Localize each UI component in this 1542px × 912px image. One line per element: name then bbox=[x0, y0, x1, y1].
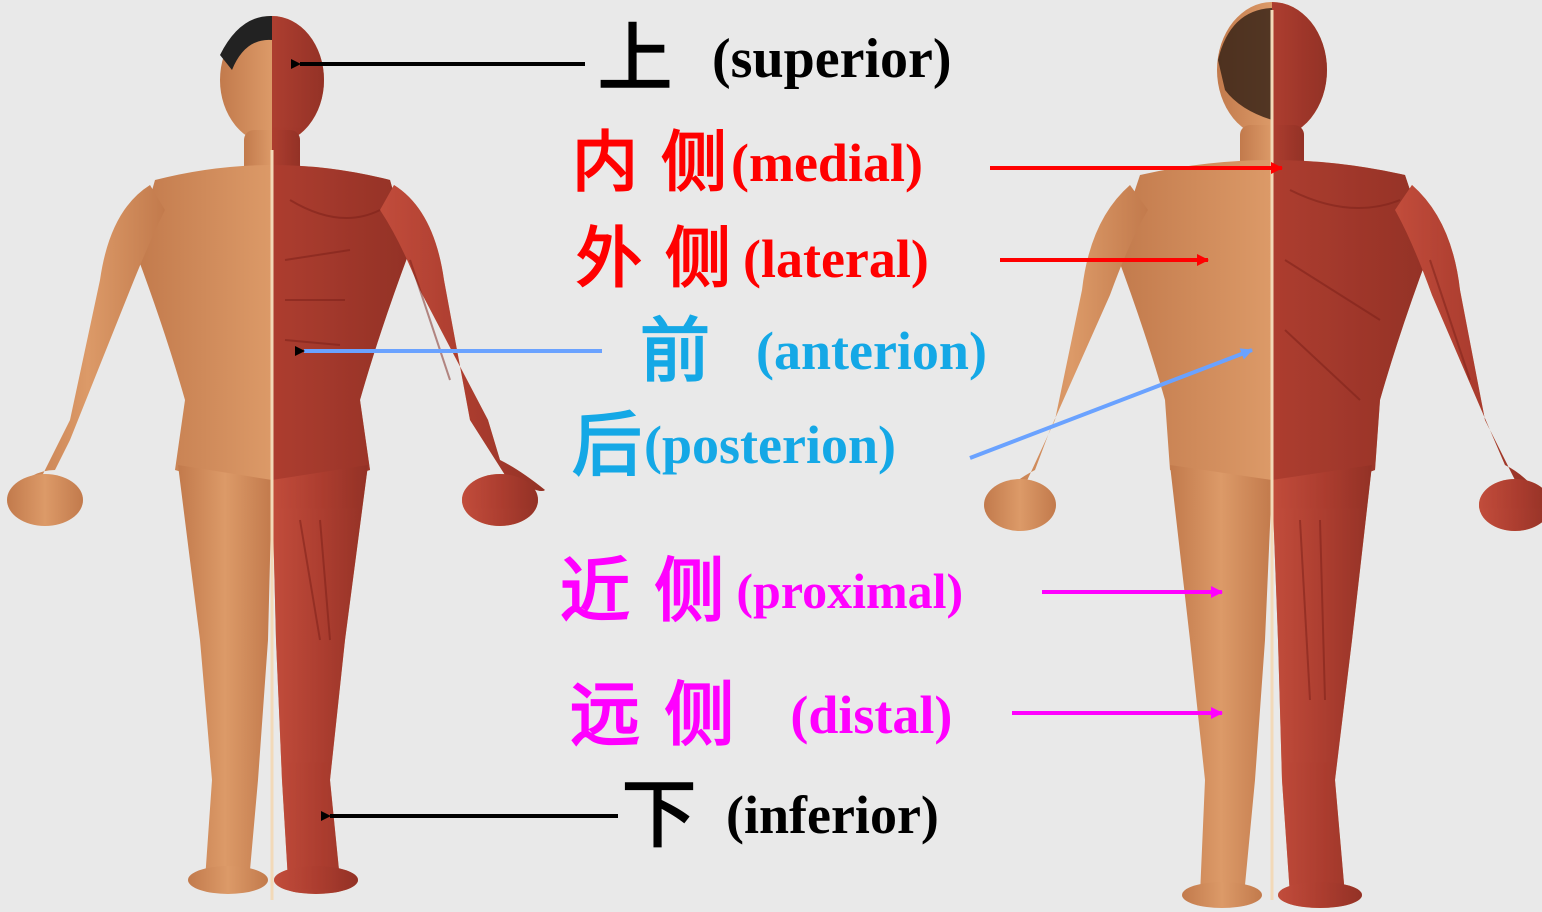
medial-en: (medial) bbox=[731, 136, 923, 190]
posterior-zh: 后 bbox=[572, 410, 642, 480]
superior-label: 上 (superior) bbox=[598, 22, 952, 96]
posterior-en: (posterion) bbox=[644, 418, 896, 472]
lateral-label: 外 侧 (lateral) bbox=[576, 226, 929, 292]
medial-zh: 内 侧 bbox=[572, 130, 727, 196]
lateral-en: (lateral) bbox=[743, 232, 929, 286]
superior-zh: 上 bbox=[598, 22, 672, 96]
posterior-view-figure bbox=[984, 2, 1542, 908]
inferior-zh: 下 bbox=[622, 778, 696, 852]
distal-en: (distal) bbox=[790, 688, 952, 742]
lateral-zh: 外 侧 bbox=[576, 226, 731, 292]
proximal-label: 近 侧 (proximal) bbox=[560, 556, 963, 626]
superior-en: (superior) bbox=[712, 31, 952, 87]
anterior-zh: 前 bbox=[640, 316, 710, 386]
proximal-zh: 近 侧 bbox=[560, 556, 724, 626]
anterior-label: 前 (anterion) bbox=[640, 316, 987, 386]
distal-zh: 远 侧 bbox=[570, 680, 734, 750]
proximal-en: (proximal) bbox=[736, 566, 963, 616]
medial-label: 内 侧 (medial) bbox=[572, 130, 923, 196]
posterior-label: 后 (posterion) bbox=[572, 410, 896, 480]
inferior-en: (inferior) bbox=[726, 788, 939, 842]
inferior-label: 下 (inferior) bbox=[622, 778, 939, 852]
anterior-view-figure bbox=[7, 16, 545, 900]
anterior-en: (anterion) bbox=[756, 324, 987, 378]
distal-label: 远 侧 (distal) bbox=[570, 680, 952, 750]
